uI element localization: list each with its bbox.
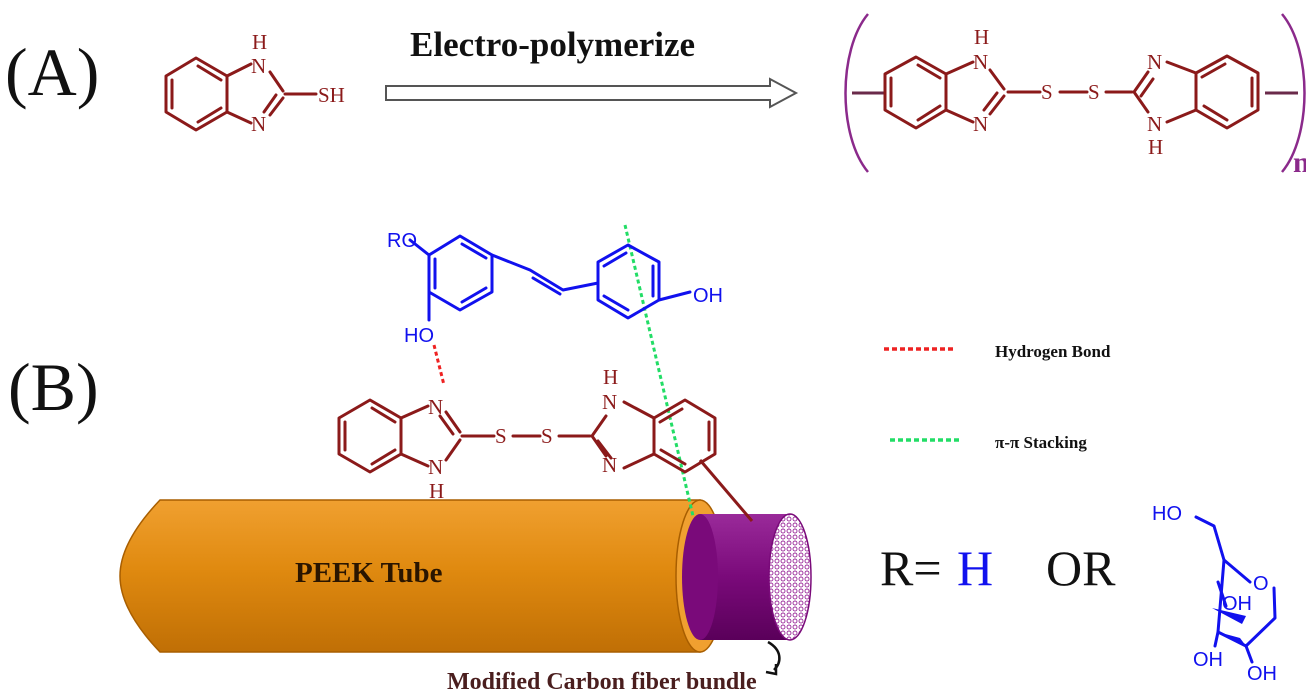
- dimer-nh-right-n: N: [602, 390, 617, 414]
- r-or: OR: [1046, 540, 1116, 596]
- monomer-nh-h: H: [252, 30, 267, 54]
- dimer-n-left: N: [428, 395, 443, 419]
- dimer-nh-right-h: H: [603, 365, 618, 389]
- bundle-pointer-arrow: [767, 640, 781, 671]
- glucose-oh-top-label: OH: [1222, 593, 1252, 615]
- polymer-nh-h-left: H: [974, 25, 989, 49]
- tether-line: [698, 459, 754, 522]
- hydrogen-bond-line: [432, 344, 446, 386]
- polymer-structure: H N N S S N N H n: [844, 13, 1306, 179]
- polymer-nh-n-left: N: [973, 50, 988, 74]
- monomer-imidazole-bonds: [225, 62, 318, 125]
- glucose-oh-left: [1213, 630, 1220, 648]
- polymer-nh-h-right: H: [1148, 135, 1163, 159]
- monomer-nh-n: N: [251, 54, 266, 78]
- bundle-label: Modified Carbon fiber bundle: [447, 669, 757, 695]
- ligand-ring-right: [596, 243, 661, 320]
- carbon-fiber-bundle: Modified Carbon fiber bundle: [447, 513, 812, 695]
- dimer-n-right: N: [602, 453, 617, 477]
- glucose-structure: HO O OH OH OH: [1152, 503, 1277, 685]
- monomer-cn-double-bond: [262, 93, 278, 114]
- monomer-sh: SH: [318, 83, 345, 107]
- glucose-wedge-2: [1218, 632, 1246, 646]
- glucose-oh-left-label: OH: [1193, 649, 1223, 671]
- glucose-ho: HO: [1152, 503, 1182, 525]
- dimer-s1: S: [495, 424, 507, 448]
- glucose-oh-right: [1244, 644, 1254, 664]
- polymer-left-imidazole: [944, 60, 1134, 124]
- glucose-oh-right-label: OH: [1247, 663, 1277, 685]
- reaction-label: Electro-polymerize: [410, 25, 695, 64]
- r-equals: R=: [880, 540, 942, 596]
- monomer-benzene-inner-bonds: [170, 64, 223, 124]
- dimer-nh-left-n: N: [428, 455, 443, 479]
- dimer-left-imidazole: [399, 404, 592, 468]
- polymer-n-left: N: [973, 112, 988, 136]
- legend-hydrogen-bond-label: Hydrogen Bond: [995, 342, 1111, 361]
- polymer-right-imidazole: [1132, 60, 1198, 124]
- reaction-arrow: [385, 77, 799, 109]
- polymer-right-benzene-inner: [1200, 62, 1254, 122]
- monomer-benzene-ring: [164, 56, 229, 132]
- polymer-left-benzene-inner: [889, 63, 942, 122]
- pi-stacking-line: [623, 224, 695, 517]
- dimer-s2: S: [541, 424, 553, 448]
- ligand-ro: RO: [387, 230, 417, 252]
- carbon-fiber-bundle-face: [768, 513, 812, 641]
- glucose-oh-top: [1216, 580, 1228, 608]
- ligand-ring-left-inner: [433, 242, 488, 304]
- panel-b-label: (B): [8, 349, 99, 425]
- ligand-oh-bond: [657, 290, 692, 302]
- ligand-ring-left: [427, 234, 494, 312]
- dimer-right-benzene: [652, 398, 717, 474]
- peek-tube-label: PEEK Tube: [295, 557, 443, 589]
- polymer-nh-n-right: N: [1147, 112, 1162, 136]
- glucose-wedge: [1212, 608, 1246, 624]
- dimer-left-benzene: [337, 398, 403, 474]
- carbon-fiber-bundle-inner-end: [682, 514, 718, 640]
- ligand-ro-bond: [408, 238, 431, 257]
- glucose-o: O: [1253, 573, 1269, 595]
- polymer-right-benzene: [1194, 54, 1260, 130]
- glucose-ch2oh: [1194, 515, 1226, 562]
- carbon-fiber-bundle-body: [700, 514, 790, 640]
- polymer-n-right: N: [1147, 50, 1162, 74]
- ligand-oh: OH: [693, 285, 723, 307]
- monomer-structure: N H N SH: [164, 30, 345, 136]
- ligand-structure: RO HO OH: [387, 230, 723, 347]
- panel-a-label: (A): [5, 34, 99, 110]
- polymer-right-bracket: [1281, 13, 1306, 173]
- dimer-structure: N N H S S H N N: [337, 365, 717, 503]
- ligand-vinyl: [490, 253, 600, 296]
- bundle-pointer-arrowhead: [765, 664, 778, 676]
- ligand-ring-right-inner: [602, 251, 655, 312]
- peek-tube: PEEK Tube: [119, 499, 725, 653]
- dimer-right-imidazole: [590, 400, 656, 470]
- r-definition: R= H OR: [880, 540, 1116, 596]
- ligand-ho: HO: [404, 325, 434, 347]
- dimer-left-benzene-inner: [343, 406, 397, 466]
- monomer-n: N: [251, 112, 266, 136]
- dimer-right-benzene-inner: [658, 407, 711, 466]
- polymer-repeat-subscript: n: [1293, 146, 1306, 179]
- polymer-left-bracket: [844, 13, 869, 173]
- polymer-s2: S: [1088, 80, 1100, 104]
- legend-pi-stacking-label: π-π Stacking: [995, 433, 1087, 452]
- polymer-left-benzene: [883, 55, 948, 130]
- r-h: H: [957, 540, 993, 596]
- peek-tube-body: [119, 499, 701, 653]
- polymer-s1: S: [1041, 80, 1053, 104]
- dimer-nh-left-h: H: [429, 479, 444, 503]
- legend: Hydrogen Bond π-π Stacking: [884, 342, 1111, 452]
